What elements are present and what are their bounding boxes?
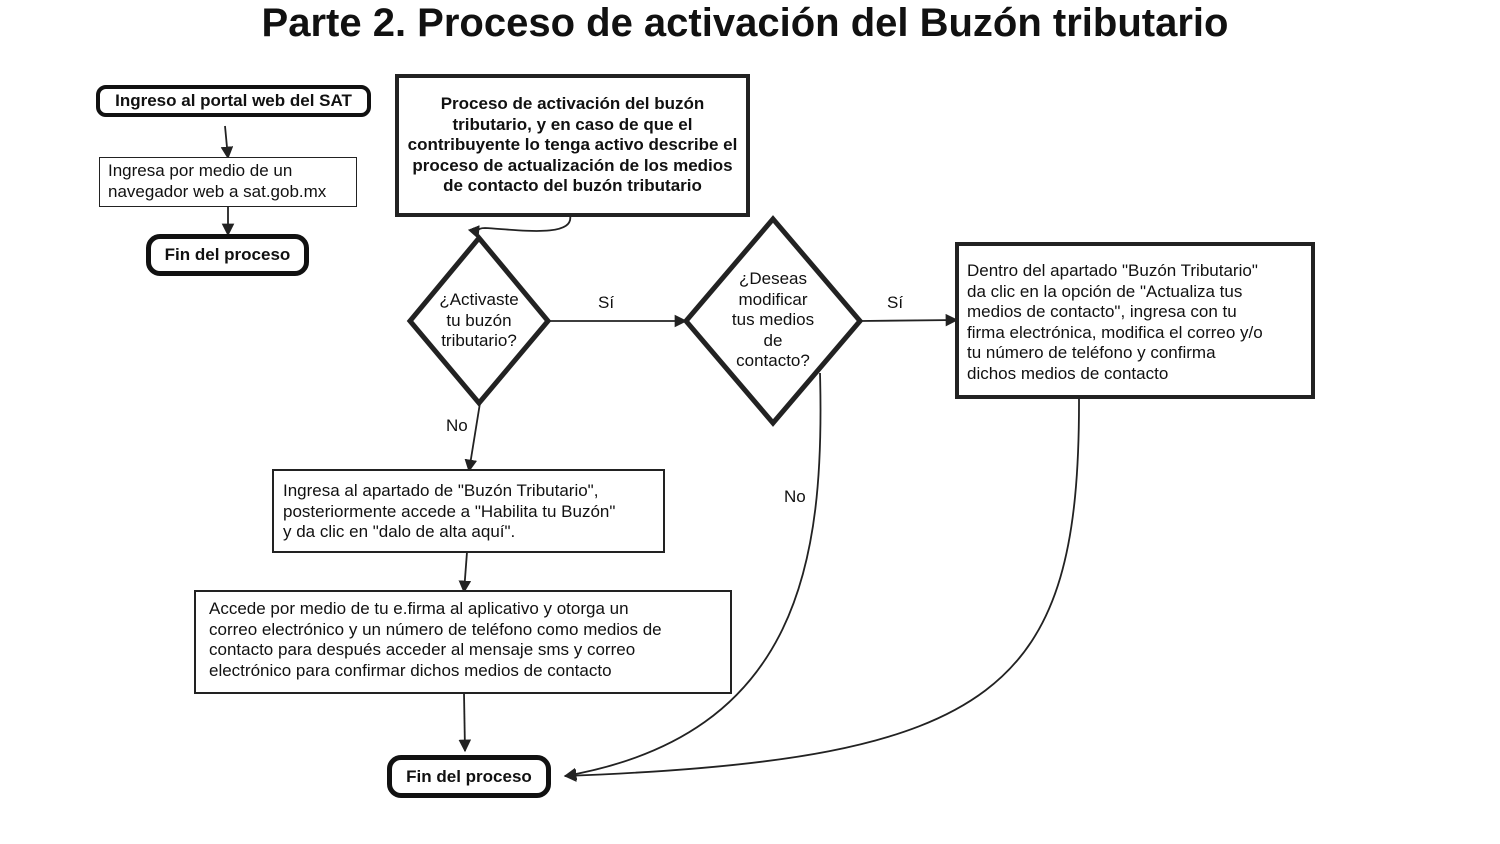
edge-habilita-efirma bbox=[458, 551, 472, 594]
edge-label-si-1: Sí bbox=[598, 293, 615, 312]
start-node-portal: Ingreso al portal web del SAT bbox=[96, 85, 371, 117]
process-box-efirma: Accede por medio de tu e.firma al aplica… bbox=[194, 590, 732, 694]
end-node-fin-top: Fin del proceso bbox=[146, 234, 309, 276]
edge-activaste-no bbox=[464, 402, 481, 473]
edge-label-no-1: No bbox=[446, 416, 468, 435]
decision-modificar-text: ¿Deseas modificar tus medios de contacto… bbox=[731, 269, 815, 370]
edge-label-no-2: No bbox=[784, 487, 806, 506]
decision-activaste-text: ¿Activaste tu buzón tributario? bbox=[439, 290, 519, 350]
edge-modificar-si bbox=[859, 313, 959, 327]
decision-diamond-activaste bbox=[406, 234, 552, 407]
edge-label-si-2: Sí bbox=[887, 293, 904, 312]
edge-portal-navegador bbox=[220, 125, 234, 160]
page-title: Parte 2. Proceso de activación del Buzón… bbox=[261, 1, 1229, 45]
process-box-habilita: Ingresa al apartado de "Buzón Tributario… bbox=[272, 469, 665, 553]
process-box-actualiza: Dentro del apartado "Buzón Tributario" d… bbox=[955, 242, 1315, 399]
edge-modificar-no bbox=[563, 372, 822, 781]
end-node-fin-bottom: Fin del proceso bbox=[387, 755, 551, 798]
decision-diamond-modificar bbox=[682, 215, 864, 427]
edge-actualiza-fin bbox=[563, 396, 1080, 782]
process-box-navegador: Ingresa por medio de un navegador web a … bbox=[99, 157, 357, 207]
edge-efirma-fin bbox=[458, 692, 472, 753]
edge-descripcion-decision bbox=[467, 214, 571, 240]
description-box: Proceso de activación del buzón tributar… bbox=[395, 74, 750, 217]
